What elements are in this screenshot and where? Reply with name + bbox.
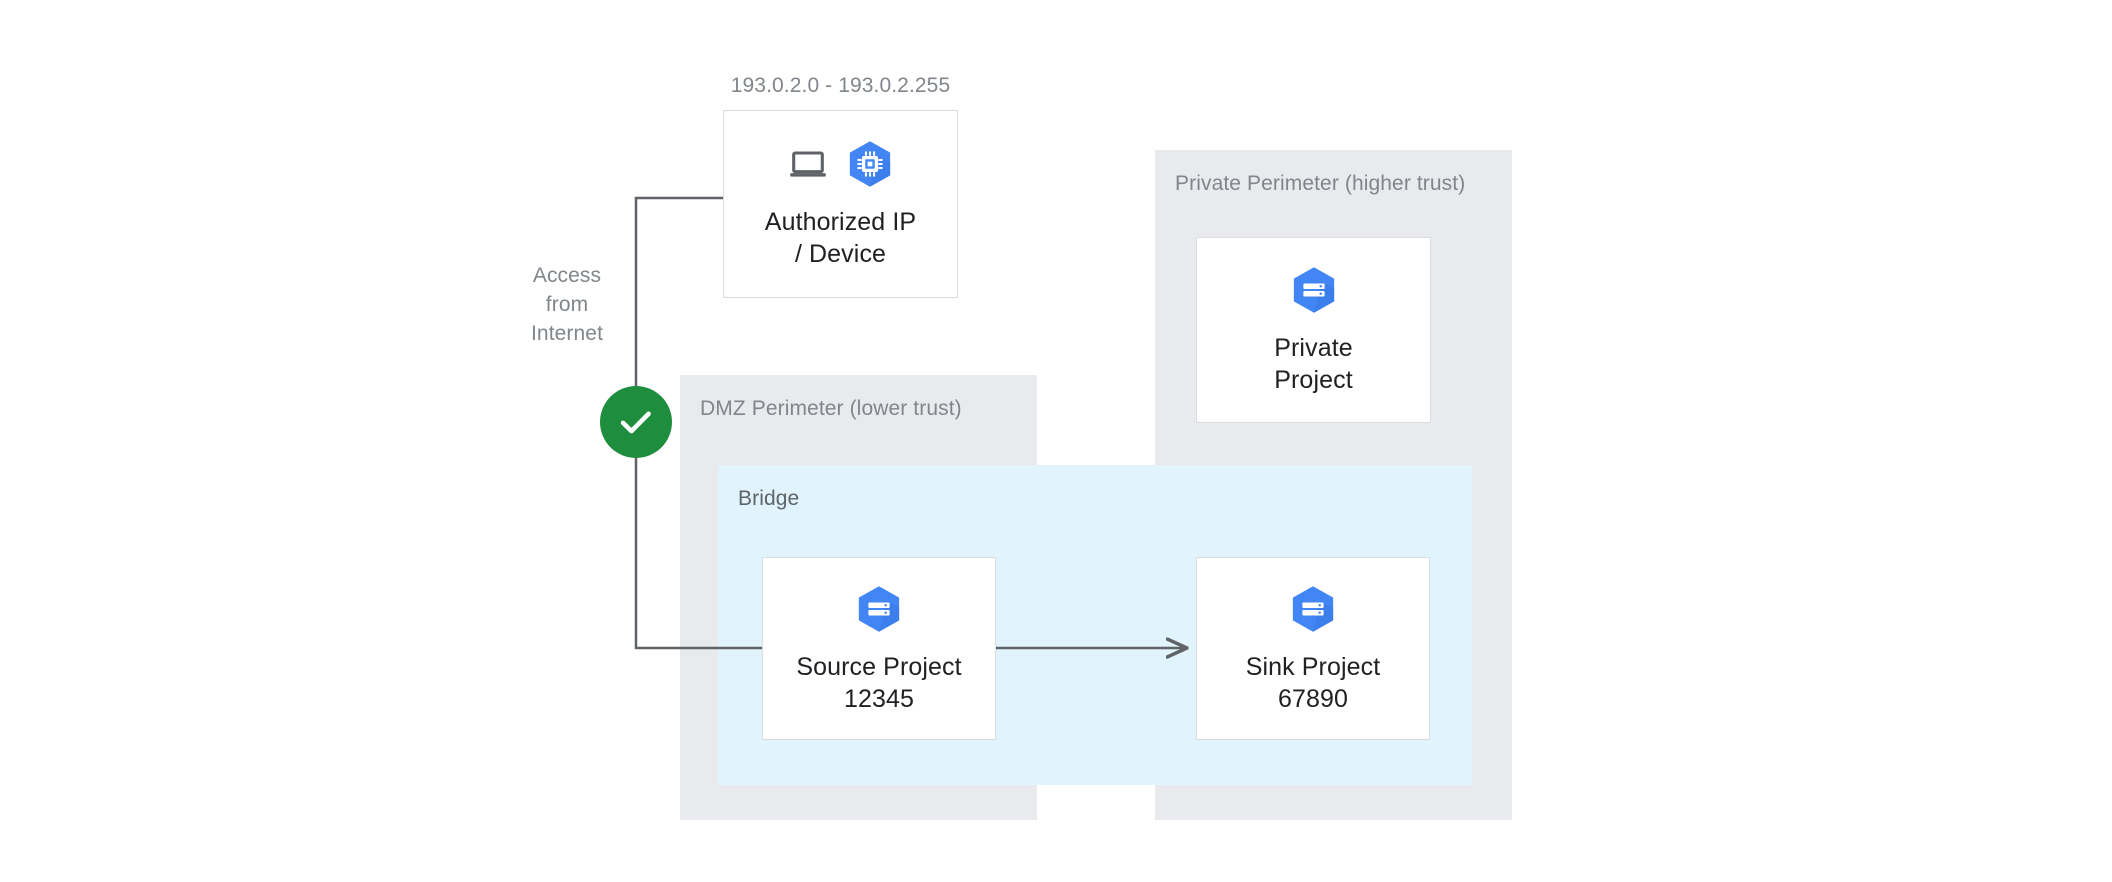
project-hexagon-icon [1292,585,1334,632]
node-authorized-device-label: Authorized IP / Device [764,208,917,268]
perimeter-dmz-label: DMZ Perimeter (lower trust) [700,397,962,420]
node-authorized-device[interactable]: Authorized IP / Device [723,110,958,298]
node-source-project[interactable]: Source Project 12345 [762,557,996,740]
project-hexagon-icon [1293,267,1334,313]
node-private-project-label: Private Project [1274,334,1353,394]
perimeter-private-label: Private Perimeter (higher trust) [1175,172,1466,195]
compute-engine-hexagon-icon [849,141,890,187]
node-authorized-device-icons [786,138,896,190]
node-private-project[interactable]: Private Project [1196,237,1431,423]
project-hexagon-icon [858,585,900,632]
check-circle-icon [600,386,672,458]
node-sink-project[interactable]: Sink Project 67890 [1196,557,1430,740]
node-source-project-icons [853,583,905,635]
access-from-internet-label: Access from Internet [530,264,603,345]
node-sink-project-label: Sink Project 67890 [1245,652,1381,713]
node-source-project-label: Source Project 12345 [796,652,962,713]
node-private-project-icons [1288,264,1340,316]
check-glyph [620,411,651,434]
laptop-icon [789,151,826,177]
node-sink-project-icons [1287,583,1339,635]
ip-range-label: 193.0.2.0 - 193.0.2.255 [730,74,951,97]
bridge-label: Bridge [738,487,800,510]
